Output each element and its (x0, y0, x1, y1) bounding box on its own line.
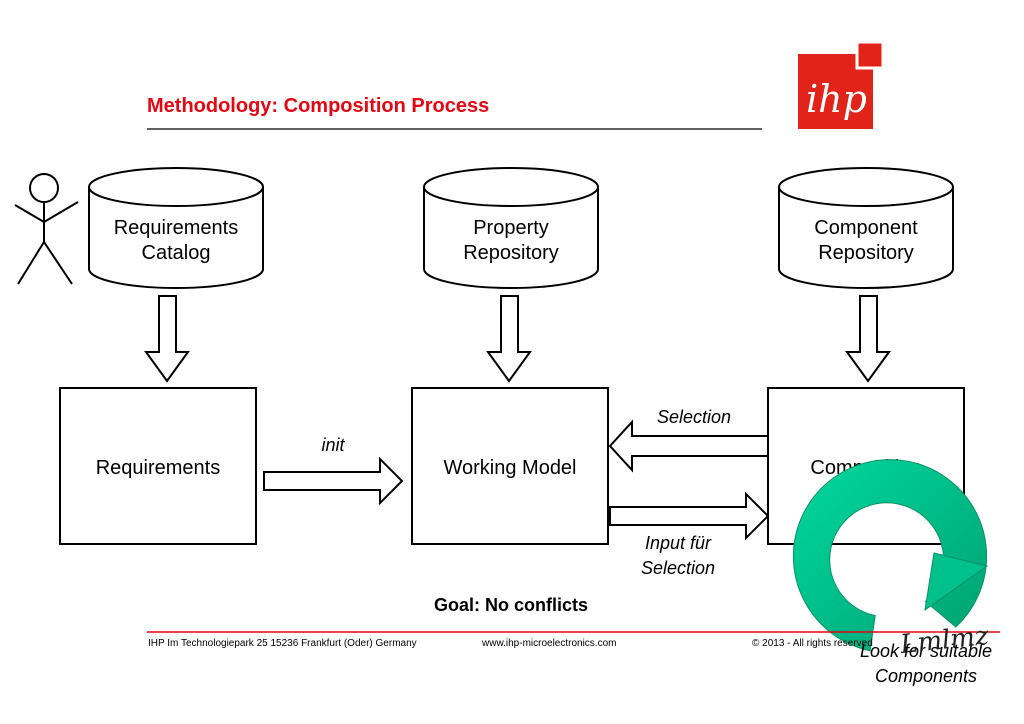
component-repository-label-1: Component (814, 217, 918, 239)
footer-address: IHP Im Technologiepark 25 15236 Frankfur… (148, 638, 417, 649)
property-repository-label-2: Repository (463, 242, 559, 264)
requirements-catalog-cylinder: Requirements Catalog (88, 167, 264, 289)
requirements-box-label: Requirements (96, 457, 221, 479)
arrow-catalog-to-requirements (144, 295, 190, 383)
working-model-box-label: Working Model (443, 457, 576, 479)
arrow-selection (608, 419, 769, 473)
goal-text: Goal: No conflicts (434, 595, 588, 615)
arrow-component-to-composition (845, 295, 891, 383)
footer-website-link[interactable]: www.ihp-microelectronics.com (481, 638, 616, 649)
arrow-init (263, 456, 404, 506)
footer-copyright: © 2013 - All rights reserved (752, 638, 873, 649)
arrow-property-to-working-model (486, 295, 532, 383)
selection-label: Selection (657, 407, 731, 427)
requirements-catalog-label-1: Requirements (114, 217, 239, 239)
logo-text: ihp (806, 77, 867, 121)
working-model-box: Working Model (411, 387, 609, 545)
requirements-box: Requirements (59, 387, 257, 545)
init-label: init (321, 435, 345, 455)
component-repository-label-2: Repository (818, 242, 914, 264)
arrow-input-fuer-selection (609, 491, 770, 541)
component-repository-cylinder: Component Repository (778, 167, 954, 289)
loop-arrow-icon (792, 459, 989, 652)
user-figure-icon (14, 173, 79, 285)
ihp-logo: ihp (798, 40, 885, 129)
input-fuer-selection-label-2: Selection (641, 558, 715, 578)
requirements-catalog-label-2: Catalog (142, 242, 211, 264)
property-repository-cylinder: Property Repository (423, 167, 599, 289)
loop-label-1: Look for suitable (860, 641, 992, 661)
loop-label-2: Components (875, 666, 977, 686)
page-title: Methodology: Composition Process (147, 95, 489, 117)
input-fuer-selection-label-1: Input für (645, 533, 712, 553)
property-repository-label-1: Property (473, 217, 549, 239)
